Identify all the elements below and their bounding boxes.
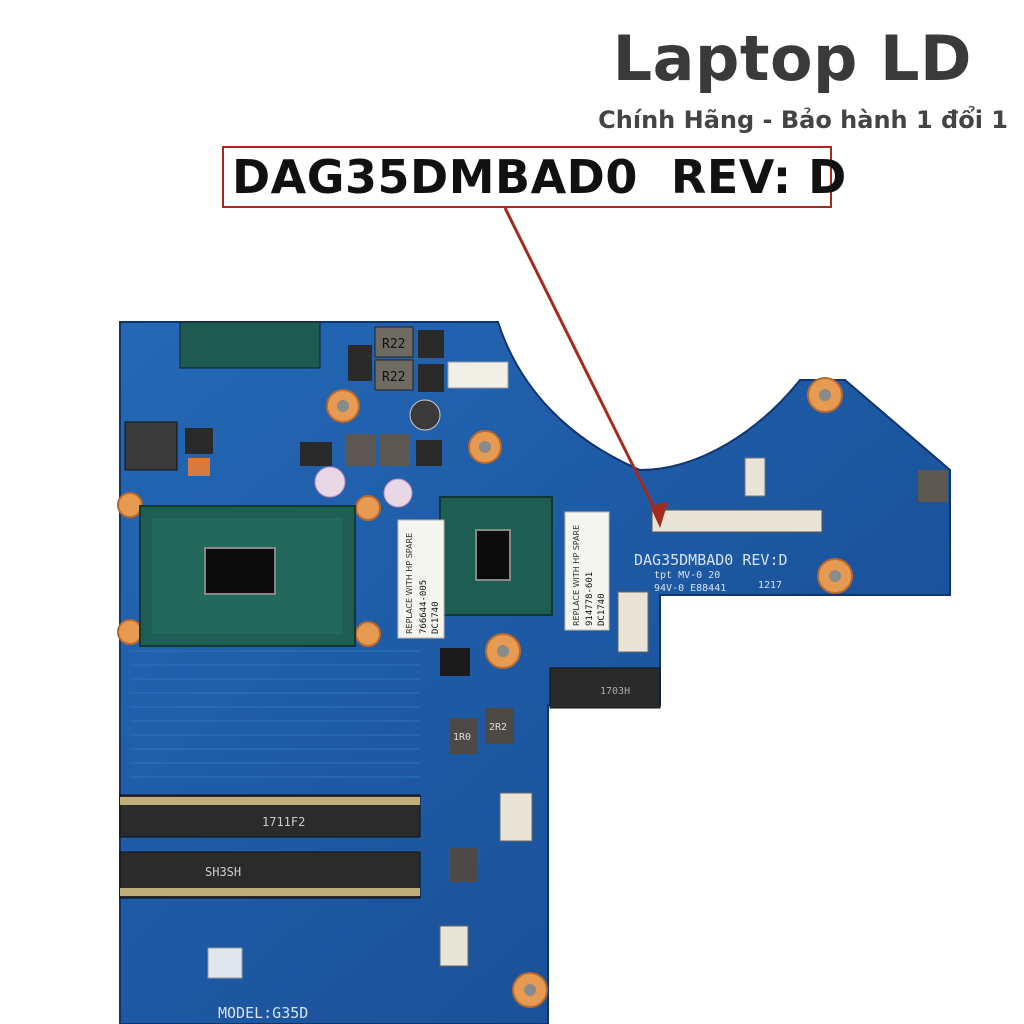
svg-text:REPLACE WITH HP SPARE: REPLACE WITH HP SPARE [572,525,581,626]
mosfet [418,364,444,392]
board-model-label: MODEL:G35D [218,1004,308,1022]
top-chip [179,321,321,369]
brand-tagline: Chính Hãng - Bảo hành 1 đổi 1 [598,106,1008,134]
brand-title: Laptop LD [612,22,972,95]
inductor-r22-a: R22 [374,326,414,358]
callout-arrow [503,207,662,521]
pch-chip [439,496,553,616]
hp-sticker-2: REPLACE WITH HP SPARE 914778-601 DC1740 [564,511,610,631]
large-inductor [124,421,178,471]
ic [416,440,442,466]
ic [440,648,470,676]
mosfet [418,330,444,358]
inductor [345,434,375,466]
capacitor [383,478,413,508]
inductor [918,470,948,502]
cpu-chip [139,505,356,647]
svg-text:SH3SH: SH3SH [205,865,241,879]
svg-text:914778-601: 914778-601 [585,572,595,626]
svg-text:1711F2: 1711F2 [262,815,305,829]
battery-connector [447,361,509,389]
ssd-slot: 1703H [549,667,661,709]
inductor-label-1: R22 [382,337,405,352]
inductor-2r2: 2R2 [486,708,514,744]
svg-text:REPLACE WITH HP SPARE: REPLACE WITH HP SPARE [405,533,414,634]
mosfet [348,345,372,381]
flex-connector [499,792,533,842]
inductor-r22-b: R22 [374,359,414,391]
silkscreen-code: 1217 [758,580,782,591]
pcb-board [119,321,951,1024]
flex-connector [617,591,649,653]
ic [300,442,332,466]
small-connector [744,457,766,497]
silkscreen-line3: 94V-0 E88441 [654,583,726,594]
inductor-1r0: 1R0 [450,718,478,754]
inductor [380,434,410,466]
svg-text:1R0: 1R0 [453,732,471,743]
svg-text:DC1740: DC1740 [431,601,441,634]
silkscreen-line2: tpt MV-0 20 [654,570,720,581]
display-connector [651,509,823,533]
capacitor [409,399,441,431]
flex-connector [439,925,469,967]
svg-text:1703H: 1703H [600,686,630,697]
callout-arrow-head [650,502,668,528]
ic [185,428,213,454]
svg-text:2R2: 2R2 [489,722,507,733]
smd-part [188,458,210,476]
svg-text:766644-005: 766644-005 [419,580,429,634]
ram-slot-2: SH3SH [119,851,421,899]
part-number-text: DAG35DMBAD0 REV: D [232,150,847,204]
ram-slot-1: 1711F2 [119,794,421,838]
qr-code [207,947,243,979]
hp-sticker-1: REPLACE WITH HP SPARE 766644-005 DC1740 [397,519,445,639]
inductor [450,848,478,882]
trace-area [130,650,420,780]
inductor-label-2: R22 [382,370,405,385]
svg-text:DC1740: DC1740 [597,593,607,626]
part-number-callout: DAG35DMBAD0 REV: D [222,146,846,208]
silkscreen-part-number: DAG35DMBAD0 REV:D [634,551,788,569]
capacitor [314,466,346,498]
pad-holes [337,389,841,996]
